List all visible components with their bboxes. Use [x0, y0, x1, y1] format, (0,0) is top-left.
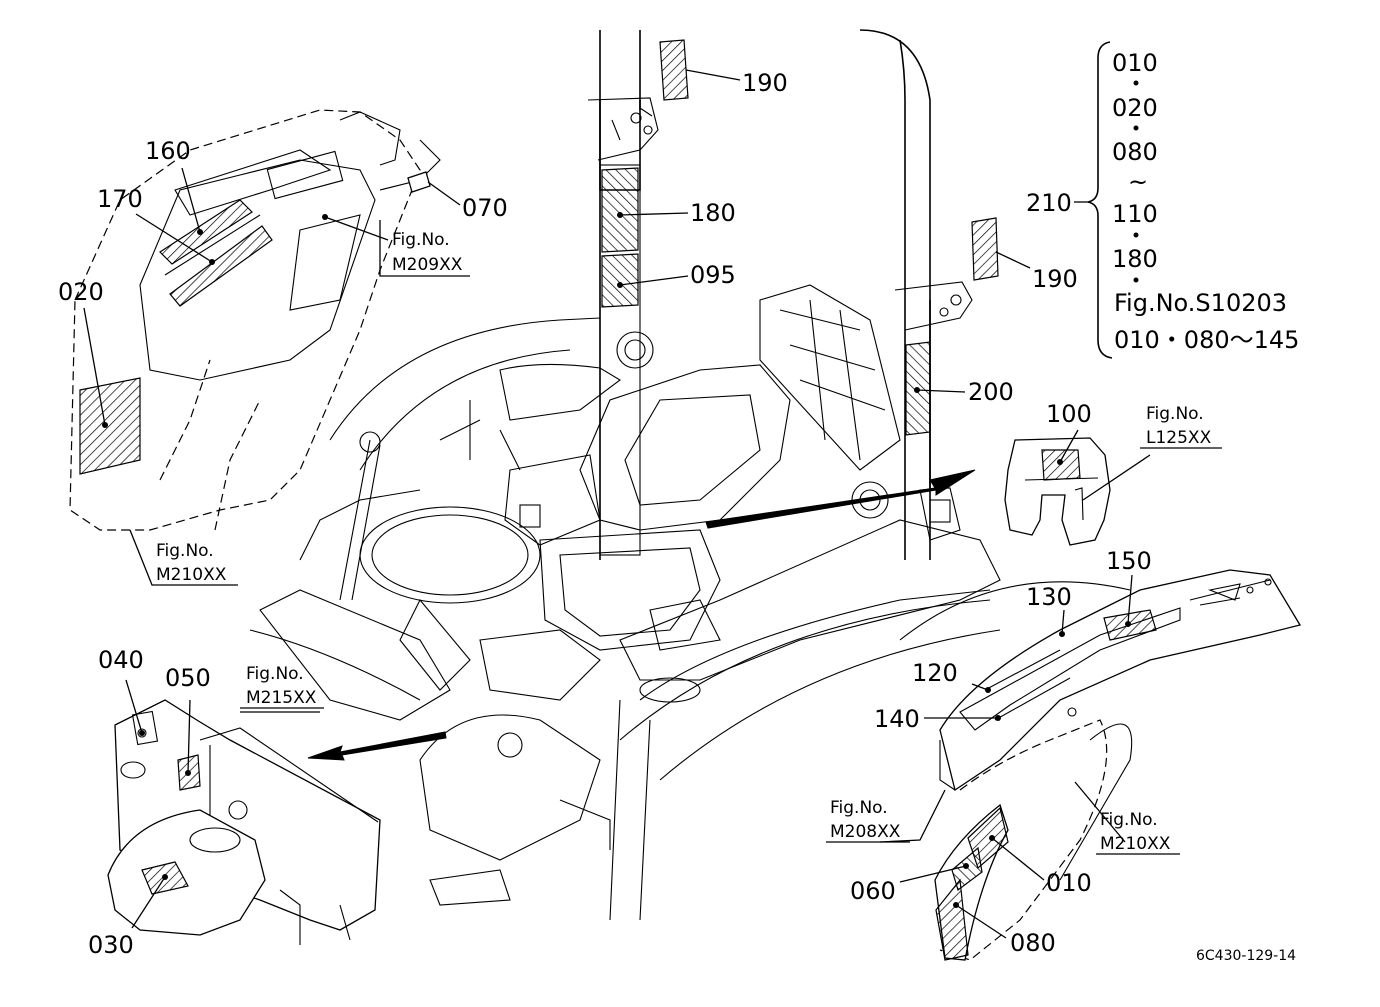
- callout-150: 150: [1106, 547, 1152, 575]
- dashboard-cover: [69, 109, 461, 531]
- part-190-lower-decal: [971, 217, 1031, 281]
- arrow-to-fender-part: [705, 469, 976, 529]
- callout-100: 100: [1046, 400, 1092, 428]
- part-100-bracket: [1004, 429, 1151, 546]
- right-fender: [939, 569, 1302, 961]
- callout-095: 095: [690, 261, 736, 289]
- fig-m210-right-line1: Fig.No.: [1100, 810, 1158, 830]
- drawing-number: 6C430-129-14: [1196, 948, 1296, 964]
- callout-050: 050: [165, 664, 211, 692]
- fig-l125-line1: Fig.No.: [1146, 404, 1204, 424]
- set-item-010: 010: [1112, 49, 1158, 77]
- rops-frame: [587, 29, 973, 560]
- set-fig-line: Fig.No.S10203: [1114, 289, 1287, 317]
- callout-200: 200: [968, 378, 1014, 406]
- part-095-decal: [601, 253, 639, 308]
- part-170-decal: [169, 225, 273, 307]
- callout-010: 010: [1046, 869, 1092, 897]
- callout-060: 060: [850, 877, 896, 905]
- part-080-decal: [935, 878, 969, 961]
- part-190-upper-decal: [659, 39, 741, 101]
- callout-190-upper: 190: [742, 69, 788, 97]
- tractor-body: [249, 284, 1131, 921]
- fig-m215-line2: M215XX: [246, 688, 317, 708]
- set-item-080: 080: [1112, 138, 1158, 166]
- part-020-decal: [79, 377, 141, 475]
- fig-m210-left-line2: M210XX: [156, 565, 227, 585]
- set-tilde: ~: [1128, 168, 1148, 196]
- fig-m208-line2: M208XX: [830, 822, 901, 842]
- set-item-020: 020: [1112, 94, 1158, 122]
- part-180-decal: [601, 167, 639, 253]
- callout-040: 040: [98, 646, 144, 674]
- callout-190-lower: 190: [1032, 265, 1078, 293]
- callout-160: 160: [145, 137, 191, 165]
- fig-m215-line1: Fig.No.: [246, 664, 304, 684]
- callout-120: 120: [912, 659, 958, 687]
- fig-m210-right-line2: M210XX: [1100, 834, 1171, 854]
- callout-070: 070: [462, 194, 508, 222]
- fig-m209-line1: Fig.No.: [392, 230, 450, 250]
- callout-210: 210: [1026, 189, 1072, 217]
- fig-m210-left-line1: Fig.No.: [156, 541, 214, 561]
- callout-180: 180: [690, 199, 736, 227]
- set-fig-range: 010・080～145: [1114, 326, 1299, 354]
- fig-m209-line2: M209XX: [392, 255, 463, 275]
- set-item-180: 180: [1112, 245, 1158, 273]
- part-060-decal: [951, 846, 983, 891]
- set-item-110: 110: [1112, 200, 1158, 228]
- part-160-decal: [159, 199, 253, 265]
- callout-030: 030: [88, 931, 134, 959]
- fig-m210-left-underline: [129, 529, 238, 586]
- front-panel: [107, 699, 381, 945]
- callout-130: 130: [1026, 583, 1072, 611]
- fig-m209-underline: [379, 220, 470, 277]
- callout-080: 080: [1010, 929, 1056, 957]
- callout-140: 140: [874, 705, 920, 733]
- arrow-to-front-panel: [307, 731, 447, 761]
- fig-l125-line2: L125XX: [1146, 428, 1212, 448]
- fig-m208-line1: Fig.No.: [830, 798, 888, 818]
- callout-020: 020: [58, 278, 104, 306]
- set-bracket: [1087, 41, 1113, 359]
- callout-170: 170: [97, 185, 143, 213]
